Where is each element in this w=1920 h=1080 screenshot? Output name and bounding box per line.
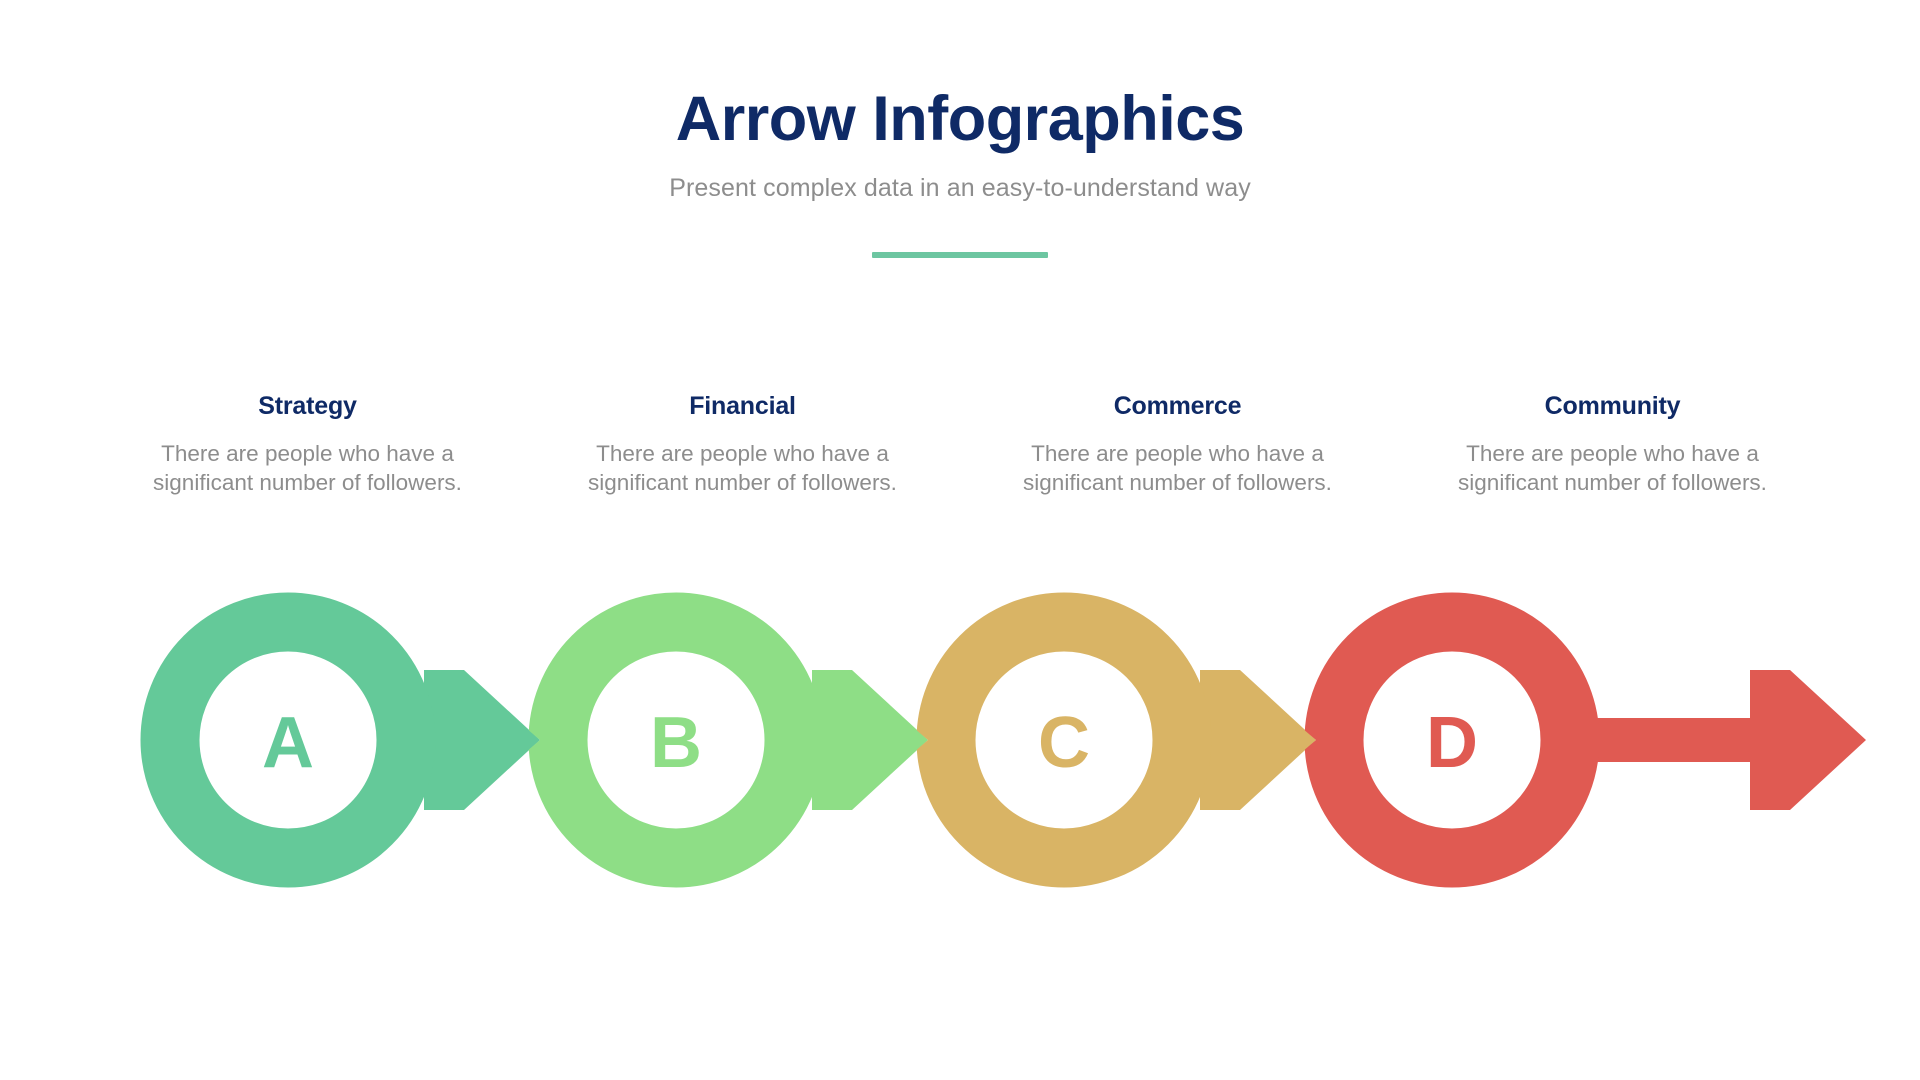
step-heading: Financial (689, 392, 796, 420)
step-letter-a: A (262, 703, 314, 783)
step-heading: Community (1544, 392, 1681, 420)
page-title: Arrow Infographics (675, 84, 1245, 154)
step-node-c[interactable]: C (916, 592, 1316, 888)
divider-wrapper (0, 252, 1920, 258)
step-node-a[interactable]: A (140, 592, 540, 888)
step-labels-row: Strategy There are people who have a sig… (90, 392, 1830, 497)
step-ring-c (916, 592, 1212, 888)
step-description: There are people who have a significant … (1023, 441, 1332, 496)
arrow-d-terminal (1554, 670, 1866, 810)
step-letter-b: B (650, 703, 702, 783)
header: Arrow Infographics Present complex data … (0, 86, 1920, 203)
step-ring-b (528, 592, 824, 888)
step-ring-d (1304, 592, 1600, 888)
step-node-b[interactable]: B (528, 592, 928, 888)
step-label-a: Strategy There are people who have a sig… (90, 392, 525, 497)
step-label-d: Community There are people who have a si… (1395, 392, 1830, 497)
step-ring-a (140, 592, 436, 888)
step-description: There are people who have a significant … (1458, 441, 1767, 496)
step-node-d[interactable]: D (1304, 592, 1866, 888)
step-heading: Strategy (258, 392, 357, 420)
arrow-chain-diagram: A B C D (110, 560, 1870, 920)
step-description: There are people who have a significant … (588, 441, 897, 496)
step-heading: Commerce (1113, 392, 1242, 420)
step-letter-c: C (1038, 703, 1090, 783)
step-label-b: Financial There are people who have a si… (525, 392, 960, 497)
step-description: There are people who have a significant … (153, 441, 462, 496)
page-subtitle: Present complex data in an easy-to-under… (669, 174, 1251, 203)
step-letter-d: D (1426, 703, 1478, 783)
step-label-c: Commerce There are people who have a sig… (960, 392, 1395, 497)
accent-divider (872, 252, 1048, 258)
